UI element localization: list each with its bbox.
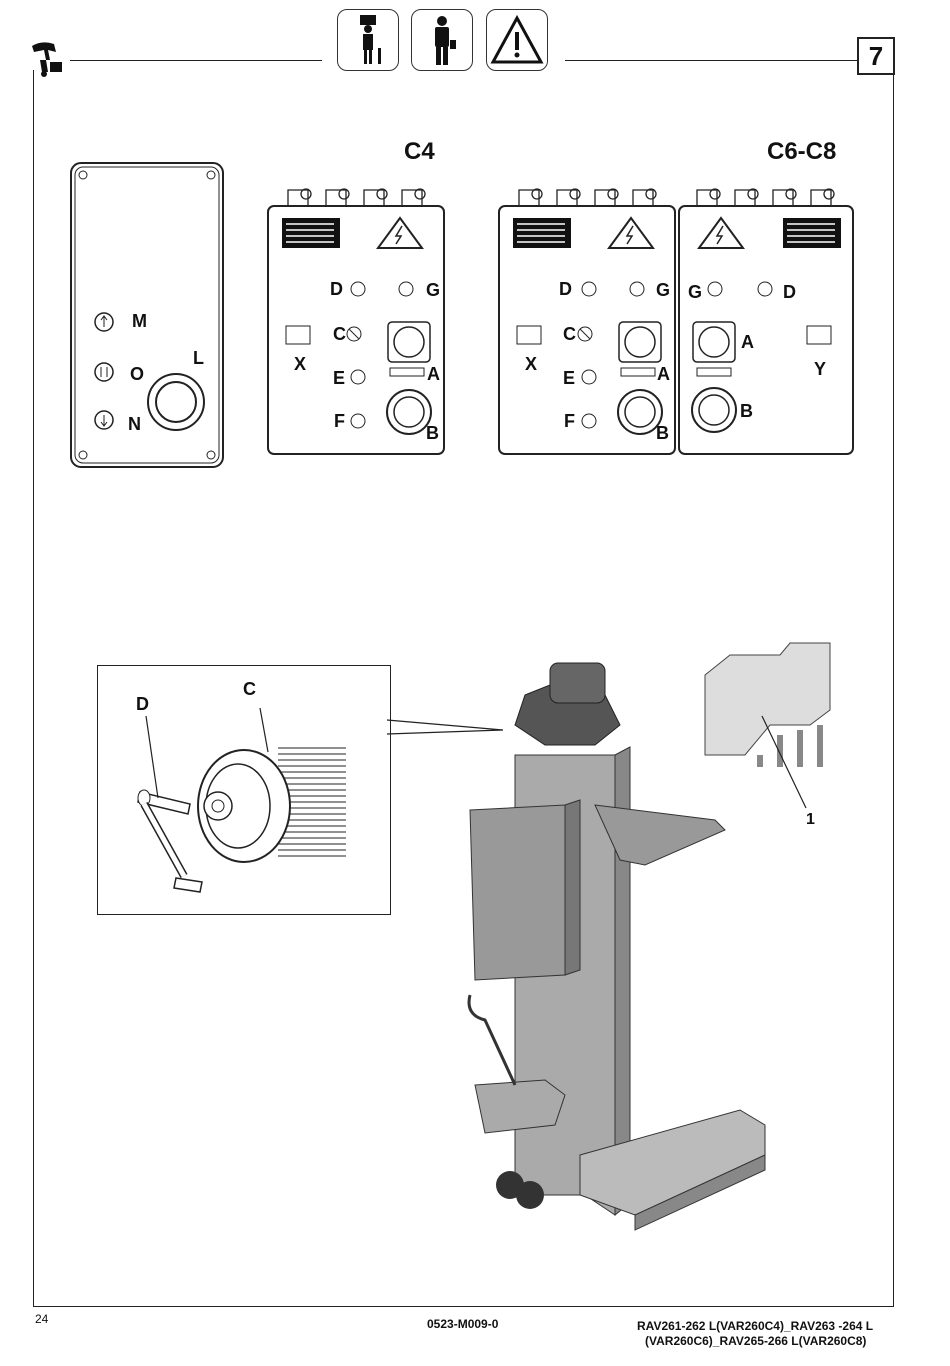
detail-label-d: D <box>136 694 149 715</box>
c4-label-f: F <box>334 411 345 432</box>
c6c8-right-label-a: A <box>741 332 754 353</box>
c4-panel <box>266 182 446 456</box>
warning-triangle-icon <box>486 9 548 71</box>
c6c8-left-label-e: E <box>563 368 575 389</box>
c6c8-right-label-y: Y <box>814 359 826 380</box>
c6c8-left-label-d: D <box>559 279 572 300</box>
c6c8-left-panel <box>497 182 677 456</box>
c4-label-d: D <box>330 279 343 300</box>
footer-model-line-2: (VAR260C6)_RAV265-266 L(VAR260C8) <box>645 1334 866 1348</box>
left-control-panel <box>70 162 224 468</box>
detail-label-c: C <box>243 679 256 700</box>
operator-with-load-icon <box>337 9 399 71</box>
c4-label-a: A <box>427 364 440 385</box>
footer-page-number: 24 <box>35 1312 48 1326</box>
c6c8-left-label-b: B <box>656 423 669 444</box>
label-n: N <box>128 414 141 435</box>
label-l: L <box>193 348 204 369</box>
footer-document-code: 0523-M009-0 <box>427 1317 498 1331</box>
c4-title: C4 <box>404 138 435 166</box>
callout-1-label: 1 <box>806 811 815 829</box>
label-o: O <box>130 364 144 385</box>
operator-icon <box>411 9 473 71</box>
c4-label-x: X <box>294 354 306 375</box>
c4-label-c: C <box>333 324 346 345</box>
c6c8-left-label-g: G <box>656 280 670 301</box>
c6c8-title: C6-C8 <box>767 138 836 166</box>
c6c8-left-label-x: X <box>525 354 537 375</box>
header-rule-left <box>70 60 322 61</box>
label-m: M <box>132 311 147 332</box>
c6c8-left-label-f: F <box>564 411 575 432</box>
c4-label-e: E <box>333 368 345 389</box>
c6c8-right-label-d: D <box>783 282 796 303</box>
footer-model-line-1: RAV261-262 L(VAR260C4)_RAV263 -264 L <box>637 1319 873 1333</box>
c6c8-left-label-c: C <box>563 324 576 345</box>
c6c8-right-label-b: B <box>740 401 753 422</box>
c6c8-left-label-a: A <box>657 364 670 385</box>
c6c8-right-label-g: G <box>688 282 702 303</box>
callout-1-leader <box>758 712 818 812</box>
c4-label-b: B <box>426 423 439 444</box>
c4-label-g: G <box>426 280 440 301</box>
header-rule-right <box>565 60 857 61</box>
c6c8-right-panel <box>677 182 857 456</box>
